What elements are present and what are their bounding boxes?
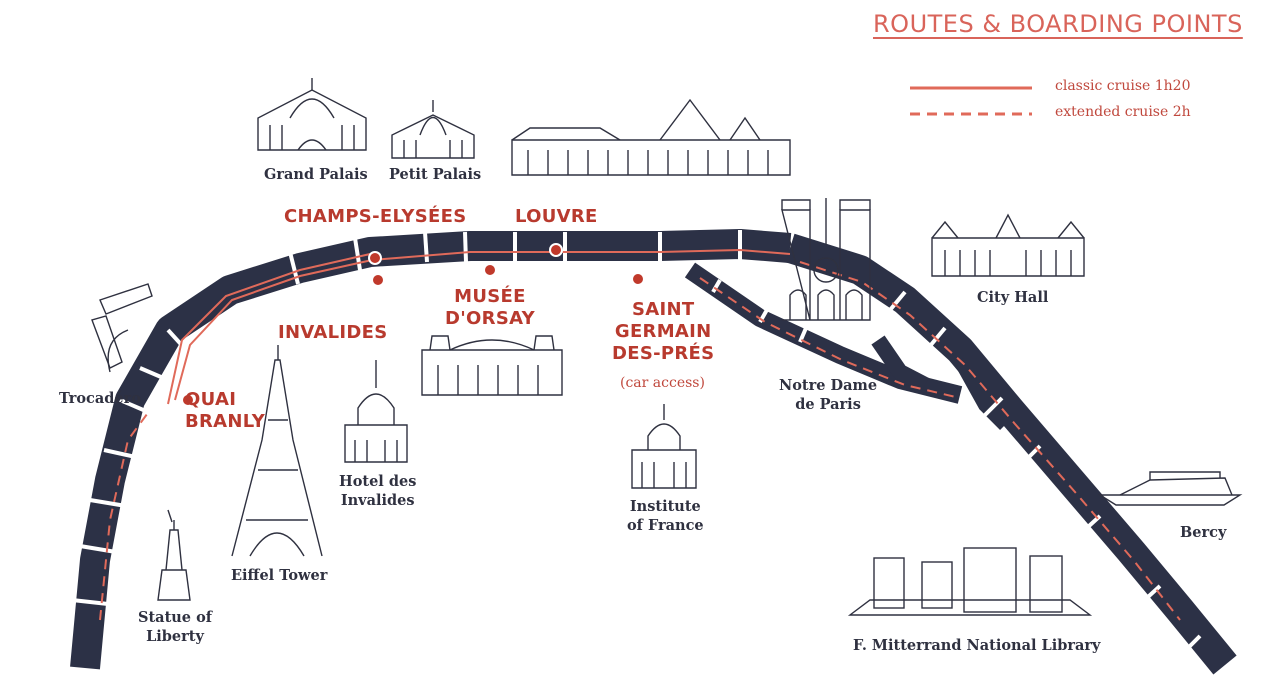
stop-dot-champs-2	[371, 273, 385, 287]
stop-dot-louvre	[549, 243, 563, 257]
musee-orsay-icon	[421, 335, 563, 396]
saint-germain-note: (car access)	[620, 375, 705, 391]
bercy-icon	[1097, 471, 1243, 506]
label-bercy: Bercy	[1180, 524, 1227, 541]
trocadero-icon	[91, 283, 153, 373]
map-title: ROUTES & BOARDING POINTS	[873, 10, 1243, 38]
library-icon	[847, 547, 1093, 616]
city-hall-icon	[931, 213, 1085, 277]
louvre-icon	[511, 98, 791, 176]
label-city-hall: City Hall	[977, 289, 1049, 306]
statue-liberty-icon	[157, 509, 191, 601]
eiffel-tower-icon	[231, 345, 323, 557]
stop-champs-elysees: CHAMPS-ELYSÉES	[284, 206, 467, 227]
hotel-invalides-icon	[344, 360, 408, 463]
classic-route-line	[174, 248, 791, 401]
extended-route-island	[699, 277, 961, 399]
label-library: F. Mitterrand National Library	[853, 637, 1101, 654]
label-eiffel-tower: Eiffel Tower	[231, 567, 328, 584]
extended-route-line	[99, 409, 151, 621]
bridges	[71, 230, 1202, 658]
grand-palais-icon	[257, 78, 367, 151]
institute-france-icon	[631, 404, 697, 489]
petit-palais-icon	[391, 100, 475, 159]
boarding-dots	[181, 243, 645, 407]
stop-dot-orsay	[483, 263, 497, 277]
label-petit-palais: Petit Palais	[389, 166, 482, 183]
stop-dot-saint-germain	[631, 272, 645, 286]
label-grand-palais: Grand Palais	[264, 166, 368, 183]
stop-dot-quai-branly	[181, 393, 195, 407]
extended-route-line-east	[799, 261, 1181, 621]
classic-route-return	[167, 253, 371, 405]
stop-dot-champs	[368, 251, 382, 265]
stop-louvre: LOUVRE	[515, 206, 598, 227]
stop-invalides: INVALIDES	[278, 322, 388, 343]
notre-dame-icon	[781, 198, 871, 321]
legend-extended-label: extended cruise 2h	[1055, 104, 1191, 120]
label-trocadero: Trocadéro	[59, 390, 141, 407]
legend-classic-label: classic cruise 1h20	[1055, 78, 1191, 94]
